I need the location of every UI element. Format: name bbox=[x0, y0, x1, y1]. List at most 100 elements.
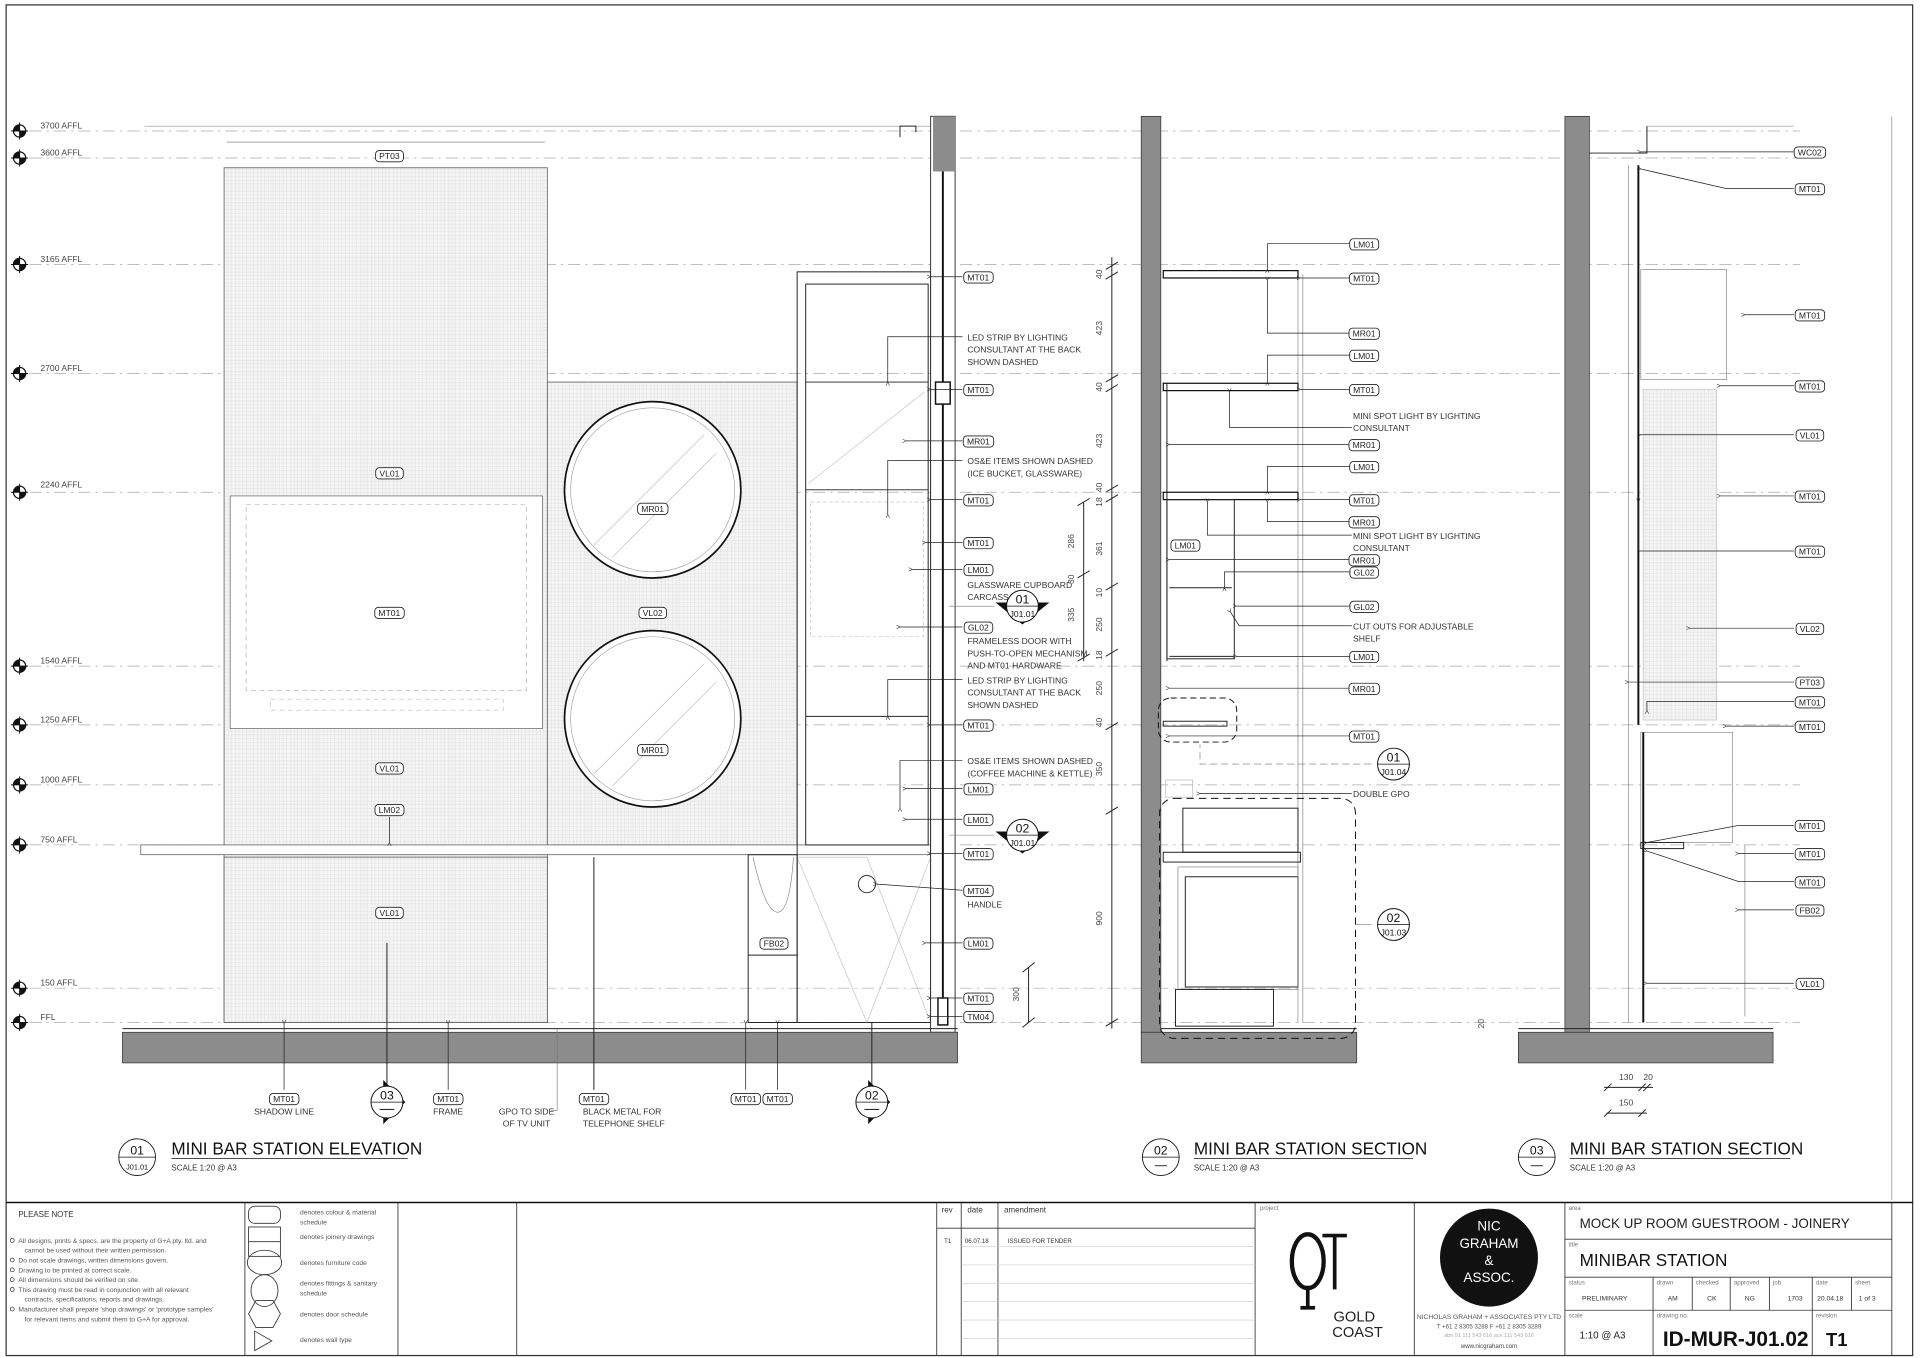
annotation: SHADOW LINE bbox=[254, 1106, 314, 1116]
level-label: 3165 AFFL bbox=[40, 254, 82, 264]
tag-box bbox=[1349, 461, 1380, 474]
svg-text:NICHOLAS GRAHAM + ASSOCIATES: NICHOLAS GRAHAM + ASSOCIATES PTY LTD bbox=[1417, 1314, 1561, 1321]
tag-box bbox=[1349, 566, 1379, 579]
round-mirror bbox=[563, 400, 742, 579]
round-mirror bbox=[563, 629, 742, 808]
section-03: WC02 MT01 MT01 MT01 VL01 MT01 MT01 VL02 … bbox=[1517, 115, 1827, 1176]
svg-text:&: & bbox=[1484, 1253, 1493, 1268]
view-title: 03 MINI BAR STATION SECTION SCALE 1:20 @… bbox=[1517, 1138, 1803, 1176]
annotation: HANDLE bbox=[967, 899, 1002, 909]
tag-box bbox=[637, 744, 669, 757]
material-tag: VL01 bbox=[1800, 430, 1820, 440]
tag-box bbox=[1349, 349, 1380, 362]
svg-text:18: 18 bbox=[1094, 650, 1104, 660]
material-tag: MT01 bbox=[1799, 184, 1821, 194]
level-label: 750 AFFL bbox=[40, 834, 77, 844]
material-tag: MR01 bbox=[1353, 440, 1376, 450]
dimension-string: 40 423 40 423 40 18 361 10 250 18 250 40… bbox=[1066, 257, 1486, 1029]
section-marker[interactable]: 02 J01.01 bbox=[995, 818, 1050, 854]
material-tag: GL02 bbox=[1354, 602, 1375, 612]
view-title: 01 J01.01 MINI BAR STATION ELEVATION SCA… bbox=[118, 1138, 422, 1176]
elevation-01: PT03 VL01 MT01 VL01 LM02 VL01 MR01 VL02 … bbox=[118, 115, 1093, 1176]
project-logo: GOLD COAST bbox=[1289, 1232, 1383, 1341]
material-tag: PT03 bbox=[379, 151, 400, 161]
marker-ref: J01.01 bbox=[1010, 609, 1036, 619]
svg-text:J01.01: J01.01 bbox=[126, 1162, 148, 1171]
drawing-number: ID-MUR-J01.02 bbox=[1663, 1328, 1809, 1351]
section-marker[interactable]: 01 J01.01 bbox=[995, 589, 1050, 625]
svg-text:denotes door schedule: denotes door schedule bbox=[300, 1311, 368, 1318]
svg-text:286: 286 bbox=[1066, 534, 1076, 549]
annotation: FRAME bbox=[433, 1106, 463, 1116]
tag-box bbox=[638, 606, 667, 619]
tag-box bbox=[963, 813, 994, 826]
material-tag: MT01 bbox=[273, 1094, 295, 1104]
material-tag: TM04 bbox=[967, 1012, 989, 1022]
svg-text:MINI BAR STATION ELEVATION: MINI BAR STATION ELEVATION bbox=[171, 1139, 422, 1159]
revision-table: rev date amendment T1 06.07.18 ISSUED FO… bbox=[942, 1205, 1073, 1245]
material-tag: MR01 bbox=[641, 504, 664, 514]
marker-number: 02 bbox=[865, 1089, 879, 1103]
tag-box bbox=[375, 762, 404, 775]
material-tag: MT01 bbox=[967, 994, 989, 1004]
svg-text:sheet: sheet bbox=[1855, 1280, 1870, 1287]
tag-box bbox=[1794, 876, 1826, 889]
ellipse-icon bbox=[246, 1249, 283, 1276]
tag-box bbox=[1348, 554, 1380, 567]
svg-text:ISSUED FOR TENDER: ISSUED FOR TENDER bbox=[1008, 1238, 1073, 1245]
tag-box bbox=[963, 884, 994, 897]
detail-marker[interactable]: 02 J01.03 bbox=[1377, 908, 1410, 941]
svg-text:amendment: amendment bbox=[1004, 1205, 1047, 1214]
material-tag: MT01 bbox=[1799, 697, 1821, 707]
tag-box bbox=[963, 271, 994, 284]
marker-number: 02 bbox=[1016, 822, 1030, 836]
svg-text:project: project bbox=[1260, 1205, 1279, 1212]
material-tag: VL02 bbox=[1800, 624, 1820, 634]
section-marker[interactable]: 03 bbox=[370, 1080, 406, 1125]
material-tag: MT01 bbox=[967, 721, 989, 731]
material-tag: VL01 bbox=[379, 763, 399, 773]
level-marker: 3165 AFFL bbox=[11, 254, 83, 274]
tag-box bbox=[1794, 545, 1826, 558]
tag-box bbox=[962, 435, 995, 448]
tag-box bbox=[375, 150, 404, 163]
firm-website[interactable]: www.nicgraham.com bbox=[1460, 1343, 1517, 1350]
section-marker[interactable]: 02 bbox=[855, 1080, 891, 1125]
tag-box bbox=[1794, 380, 1826, 393]
svg-text:T1: T1 bbox=[944, 1238, 952, 1245]
svg-text:ASSOC.: ASSOC. bbox=[1464, 1270, 1515, 1285]
level-label: 1250 AFFL bbox=[40, 714, 82, 724]
detail-marker[interactable]: 01 J01.04 bbox=[1377, 747, 1410, 781]
revision-value: T1 bbox=[1826, 1329, 1847, 1350]
please-note-heading: PLEASE NOTE bbox=[18, 1210, 73, 1219]
general-notes: All designs, prints & specs. are the pro… bbox=[9, 1238, 214, 1323]
tag-box bbox=[1349, 272, 1380, 285]
material-tag: FB02 bbox=[764, 939, 785, 949]
callout-leaders bbox=[1169, 243, 1372, 925]
level-marker: 2240 AFFL bbox=[11, 479, 83, 501]
tag-box bbox=[963, 494, 994, 507]
svg-text:scale: scale bbox=[1569, 1313, 1584, 1320]
sheet-border bbox=[5, 4, 1914, 1357]
svg-text:This drawing must be read in c: This drawing must be read in conjunction… bbox=[18, 1287, 188, 1304]
material-tag: MT01 bbox=[967, 849, 989, 859]
material-tag: MT01 bbox=[767, 1094, 789, 1104]
marker-ref: J01.03 bbox=[1381, 928, 1407, 938]
svg-text:1 of 3: 1 of 3 bbox=[1859, 1295, 1876, 1302]
material-tag: VL02 bbox=[643, 608, 663, 618]
tag-box bbox=[1795, 676, 1825, 689]
level-marker: 1250 AFFL bbox=[11, 714, 83, 734]
tag-box bbox=[1170, 539, 1201, 552]
material-tag: MT01 bbox=[1799, 310, 1821, 320]
svg-text:350: 350 bbox=[1094, 762, 1104, 777]
material-tag: MT01 bbox=[967, 495, 989, 505]
svg-text:rev: rev bbox=[942, 1205, 953, 1214]
material-tag: MR01 bbox=[1353, 684, 1376, 694]
svg-text:361: 361 bbox=[1094, 541, 1104, 556]
svg-text:300: 300 bbox=[1011, 987, 1021, 1002]
tag-box bbox=[269, 1093, 300, 1106]
tag-box bbox=[1794, 309, 1826, 322]
